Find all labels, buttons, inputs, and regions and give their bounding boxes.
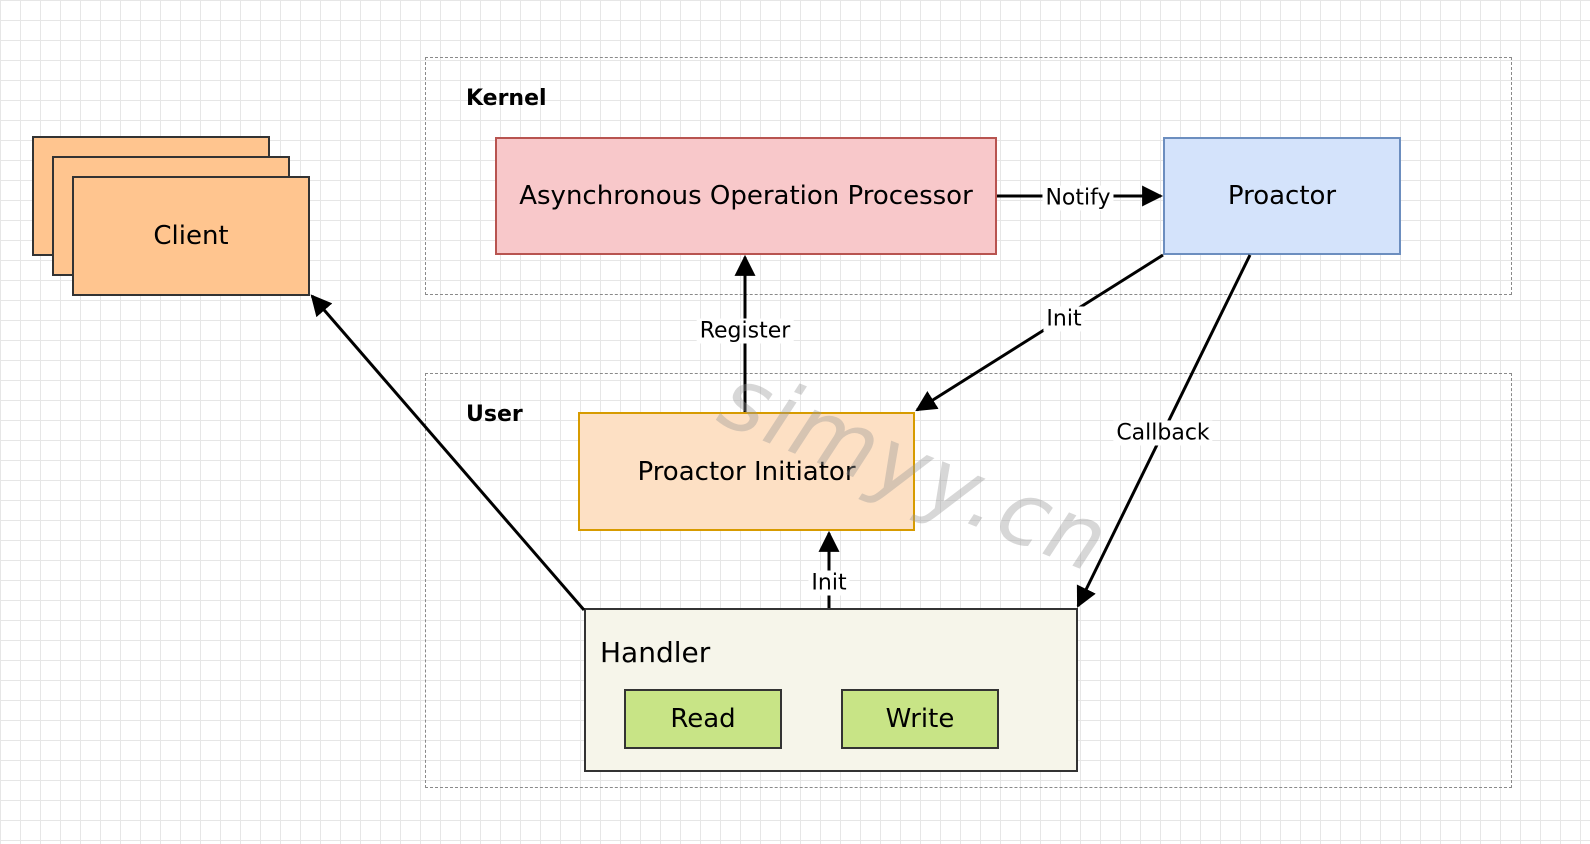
user-group [425, 373, 1512, 788]
async-operation-processor-node[interactable]: Asynchronous Operation Processor [495, 137, 997, 255]
init-proactor-edge-label: Init [1043, 306, 1085, 332]
client-node[interactable]: Client [72, 176, 310, 296]
async-operation-processor-label: Asynchronous Operation Processor [519, 181, 973, 211]
read-op-box[interactable]: Read [624, 689, 782, 749]
edge-handler-to-client [310, 294, 586, 611]
proactor-initiator-node[interactable]: Proactor Initiator [578, 412, 915, 531]
kernel-group-label: Kernel [466, 86, 547, 111]
proactor-node[interactable]: Proactor [1163, 137, 1401, 255]
notify-edge-label: Notify [1042, 185, 1114, 211]
proactor-initiator-label: Proactor Initiator [637, 456, 856, 487]
user-group-label: User [466, 402, 523, 427]
register-edge-label: Register [696, 318, 794, 344]
write-op-box[interactable]: Write [841, 689, 999, 749]
write-op-label: Write [885, 704, 955, 734]
read-op-label: Read [670, 704, 736, 734]
edge-init-proactor [915, 253, 1164, 412]
proactor-label: Proactor [1227, 181, 1337, 211]
handler-label: Handler [600, 636, 711, 669]
client-label: Client [153, 221, 229, 251]
kernel-group [425, 57, 1512, 295]
callback-edge-label: Callback [1113, 420, 1213, 446]
init-handler-edge-label: Init [808, 570, 850, 596]
